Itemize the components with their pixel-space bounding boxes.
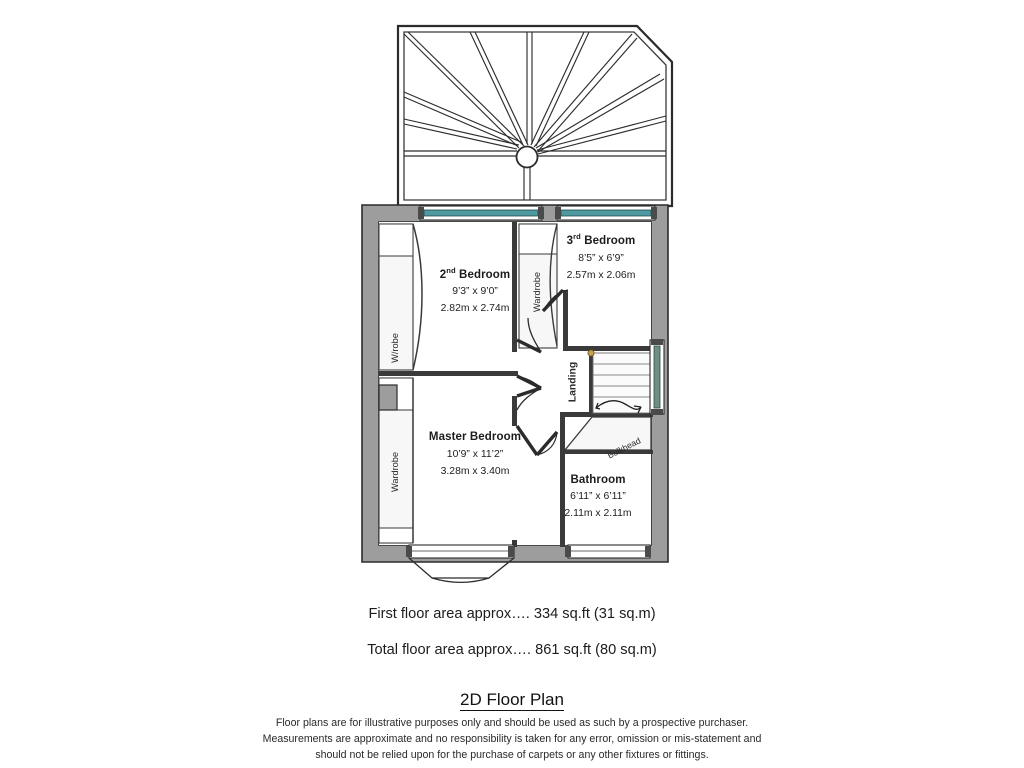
room-dim-imperial-master-bedroom: 10’9” x 11’2” (446, 449, 504, 460)
window-bedroom3 (555, 205, 657, 221)
staircase-down (587, 349, 652, 414)
room-dim-metric-bedroom-3: 2.57m x 2.06m (566, 270, 636, 281)
room-label-bathroom: Bathroom (570, 474, 626, 486)
doors (515, 288, 569, 457)
room-label-bedroom-3: 3rd Bedroom (566, 232, 636, 247)
room-dim-imperial-bathroom: 6’11” x 6’11” (570, 491, 626, 502)
total-floor-area-text: Total floor area approx…. 861 sq.ft (80 … (367, 642, 657, 658)
stair-down-arrow-icon (595, 400, 642, 414)
fixture-label-wardrobe-bedroom3: Wardrobe (532, 272, 542, 312)
disclaimer-line-2: Measurements are approximate and no resp… (262, 733, 762, 746)
space-label-landing: Landing (567, 361, 579, 403)
disclaimer-line-3: should not be relied upon for the purcha… (315, 749, 709, 762)
room-dim-metric-bathroom: 2.11m x 2.11m (564, 508, 632, 519)
room-dim-metric-bedroom-2: 2.82m x 2.74m (440, 303, 510, 314)
newel-post-icon (587, 349, 595, 357)
interior-walls (379, 222, 653, 547)
windows (406, 205, 665, 584)
window-stairwell (649, 339, 665, 415)
room-dim-imperial-bedroom-3: 8’5” x 6’9” (578, 253, 624, 264)
bow-window-master-bedroom (406, 544, 515, 584)
page-title: 2D Floor Plan (0, 690, 1024, 711)
room-dim-metric-master-bedroom: 3.28m x 3.40m (440, 466, 510, 477)
room-label-bedroom-2: 2nd Bedroom (439, 266, 511, 281)
disclaimer-line-1: Floor plans are for illustrative purpose… (275, 717, 749, 729)
room-dim-imperial-bedroom-2: 9’3” x 9’0” (452, 286, 498, 297)
bulkhead-box (563, 416, 652, 451)
fan-hub-icon (515, 145, 539, 169)
room-label-master-bedroom: Master Bedroom (428, 431, 522, 443)
window-bathroom (565, 544, 651, 559)
first-floor-area-text: First floor area approx…. 334 sq.ft (31 … (368, 606, 656, 622)
door-leaf-master (516, 374, 542, 390)
fixture-label-wardrobe-master: Wardrobe (390, 452, 400, 492)
door-leaf-bathroom (535, 430, 559, 457)
wardrobes (378, 223, 652, 544)
page-title-text: 2D Floor Plan (460, 690, 564, 711)
door-leaf-bedroom2 (516, 338, 542, 354)
fan-light-gable-icon (396, 24, 674, 208)
window-bedroom2 (418, 205, 544, 221)
disclaimer: Floor plans are for illustrative purpose… (0, 715, 1024, 763)
fixture-label-wardrobe-bedroom2: W/robe (390, 333, 400, 363)
